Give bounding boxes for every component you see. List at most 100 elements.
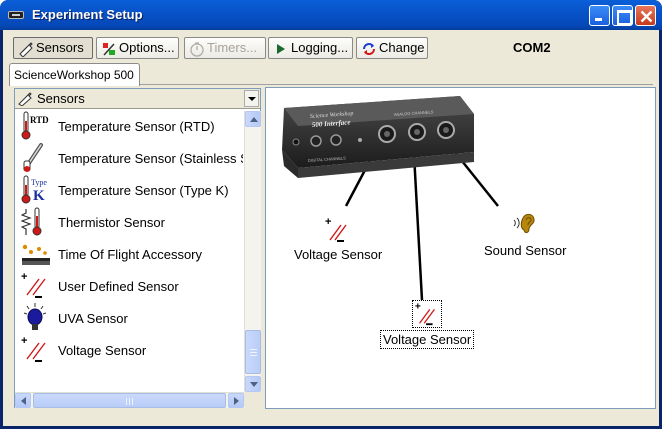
svg-text:Type: Type [31, 178, 47, 187]
timers-button-label: Timers... [207, 40, 258, 55]
list-item-label: Time Of Flight Accessory [58, 247, 202, 262]
interface-model-text: 500 Interface [312, 118, 351, 129]
chevron-left-icon [21, 397, 26, 405]
close-icon [640, 10, 653, 23]
chevron-right-icon [234, 397, 239, 405]
list-item[interactable]: Temperature Sensor (Stainless S [15, 143, 243, 175]
list-item-label: UVA Sensor [58, 311, 128, 326]
list-item-label: Temperature Sensor (Type K) [58, 183, 229, 198]
connected-voltage-sensor-a[interactable]: + Voltage Sensor [292, 216, 384, 263]
voltage-sensor-icon: + [325, 216, 347, 242]
list-item-label: Thermistor Sensor [58, 215, 165, 230]
time-of-flight-icon [22, 244, 50, 265]
grip-line [132, 398, 133, 405]
tab-label: ScienceWorkshop 500 [14, 68, 134, 82]
scroll-up-button[interactable] [245, 111, 261, 127]
svg-text:+: + [415, 301, 421, 312]
window-client-area: Sensors Options... Timers... [3, 30, 659, 426]
rtd-thermometer-icon: RTD [21, 111, 49, 140]
timers-button[interactable]: Timers... [184, 37, 266, 59]
list-item[interactable]: UVA Sensor [15, 303, 243, 335]
chevron-down-icon [250, 382, 258, 387]
type-k-thermometer-icon: Type K [21, 175, 47, 204]
setup-canvas[interactable]: Science Workshop 500 Interface ANALOG CH… [265, 87, 656, 409]
sensor-caption: Voltage Sensor [380, 330, 475, 349]
svg-text:+: + [325, 216, 331, 228]
digital-channels-text: DIGITAL CHANNELS [308, 155, 347, 163]
sensor-caption: Sound Sensor [484, 243, 567, 258]
sound-ear-icon [513, 213, 535, 233]
sensor-category-dropdown[interactable]: Sensors [15, 89, 260, 109]
scroll-right-button[interactable] [228, 393, 244, 408]
logging-button[interactable]: Logging... [268, 37, 353, 59]
interface-brand-text: Science Workshop [310, 111, 354, 120]
voltage-sensor-icon: + [21, 335, 46, 362]
sensors-button-label: Sensors [36, 40, 84, 55]
thermistor-icon [21, 207, 42, 236]
play-icon [277, 44, 285, 54]
scroll-corner [244, 392, 261, 408]
list-item[interactable]: Thermistor Sensor [15, 207, 243, 239]
options-icon [103, 43, 115, 56]
stainless-thermometer-icon [23, 143, 43, 172]
tab-scienceworkshop-500[interactable]: ScienceWorkshop 500 [9, 63, 140, 86]
svg-text:+: + [21, 271, 27, 283]
scienceworkshop-500-interface-image[interactable]: Science Workshop 500 Interface ANALOG CH… [274, 94, 476, 182]
sensors-probe-icon [18, 92, 32, 106]
list-item-label: Temperature Sensor (RTD) [58, 119, 215, 134]
svg-text:+: + [21, 335, 27, 347]
sensor-list: RTD Temperature Sensor (RTD) Temperature… [15, 111, 243, 391]
vertical-scrollbar[interactable] [244, 111, 261, 392]
change-button-label: Change [379, 40, 425, 55]
connected-sound-sensor[interactable]: Sound Sensor [482, 208, 568, 259]
refresh-arrows-icon [363, 43, 375, 55]
svg-text:K: K [33, 188, 45, 204]
svg-text:RTD: RTD [30, 115, 49, 125]
scroll-down-button[interactable] [245, 376, 261, 392]
analog-channels-text: ANALOG CHANNELS [394, 109, 434, 117]
grip-line [250, 352, 257, 353]
window-title: Experiment Setup [32, 7, 143, 22]
change-button[interactable]: Change [356, 37, 428, 59]
uva-bulb-icon [23, 303, 47, 330]
list-item-label: Voltage Sensor [58, 343, 147, 358]
scroll-left-button[interactable] [15, 393, 31, 408]
list-item[interactable]: Time Of Flight Accessory [15, 239, 243, 271]
list-item[interactable]: RTD Temperature Sensor (RTD) [15, 111, 243, 143]
grip-line [129, 398, 130, 405]
grip-line [126, 398, 127, 405]
maximize-button[interactable] [612, 5, 633, 26]
options-button-label: Options... [119, 40, 175, 55]
port-label: COM2 [513, 40, 551, 55]
close-button[interactable] [635, 5, 656, 26]
interface-app-icon [8, 11, 24, 19]
minimize-button[interactable] [589, 5, 610, 26]
sensor-category-label: Sensors [37, 91, 85, 106]
grip-line [250, 349, 257, 350]
horizontal-scrollbar[interactable] [15, 392, 244, 408]
user-defined-sensor-icon: + [21, 271, 46, 298]
logging-button-label: Logging... [291, 40, 349, 55]
sensor-caption: Voltage Sensor [294, 247, 383, 262]
toolbar: Sensors Options... Timers... [3, 30, 659, 62]
voltage-sensor-icon: + [412, 300, 443, 328]
sensors-button[interactable]: Sensors [13, 37, 93, 59]
stopwatch-icon [190, 42, 204, 57]
sensor-list-panel: Sensors RTD Temperature Sensor (RTD) [14, 88, 261, 408]
title-bar[interactable]: Experiment Setup [0, 0, 662, 30]
vertical-scroll-thumb[interactable] [245, 330, 261, 374]
grip-line [250, 355, 257, 356]
horizontal-scroll-thumb[interactable] [33, 393, 226, 408]
list-item[interactable]: + Voltage Sensor [15, 335, 243, 367]
sensors-probe-icon [19, 42, 33, 57]
list-item-label: User Defined Sensor [58, 279, 179, 294]
list-item[interactable]: + User Defined Sensor [15, 271, 243, 303]
interface-tabs: ScienceWorkshop 500 [9, 63, 653, 86]
chevron-down-icon[interactable] [244, 90, 259, 107]
chevron-up-icon [250, 117, 258, 122]
list-item-label: Temperature Sensor (Stainless S [58, 151, 243, 166]
options-button[interactable]: Options... [96, 37, 179, 59]
connected-voltage-sensor-b[interactable]: + Voltage Sensor [380, 300, 475, 349]
list-item[interactable]: Type K Temperature Sensor (Type K) [15, 175, 243, 207]
